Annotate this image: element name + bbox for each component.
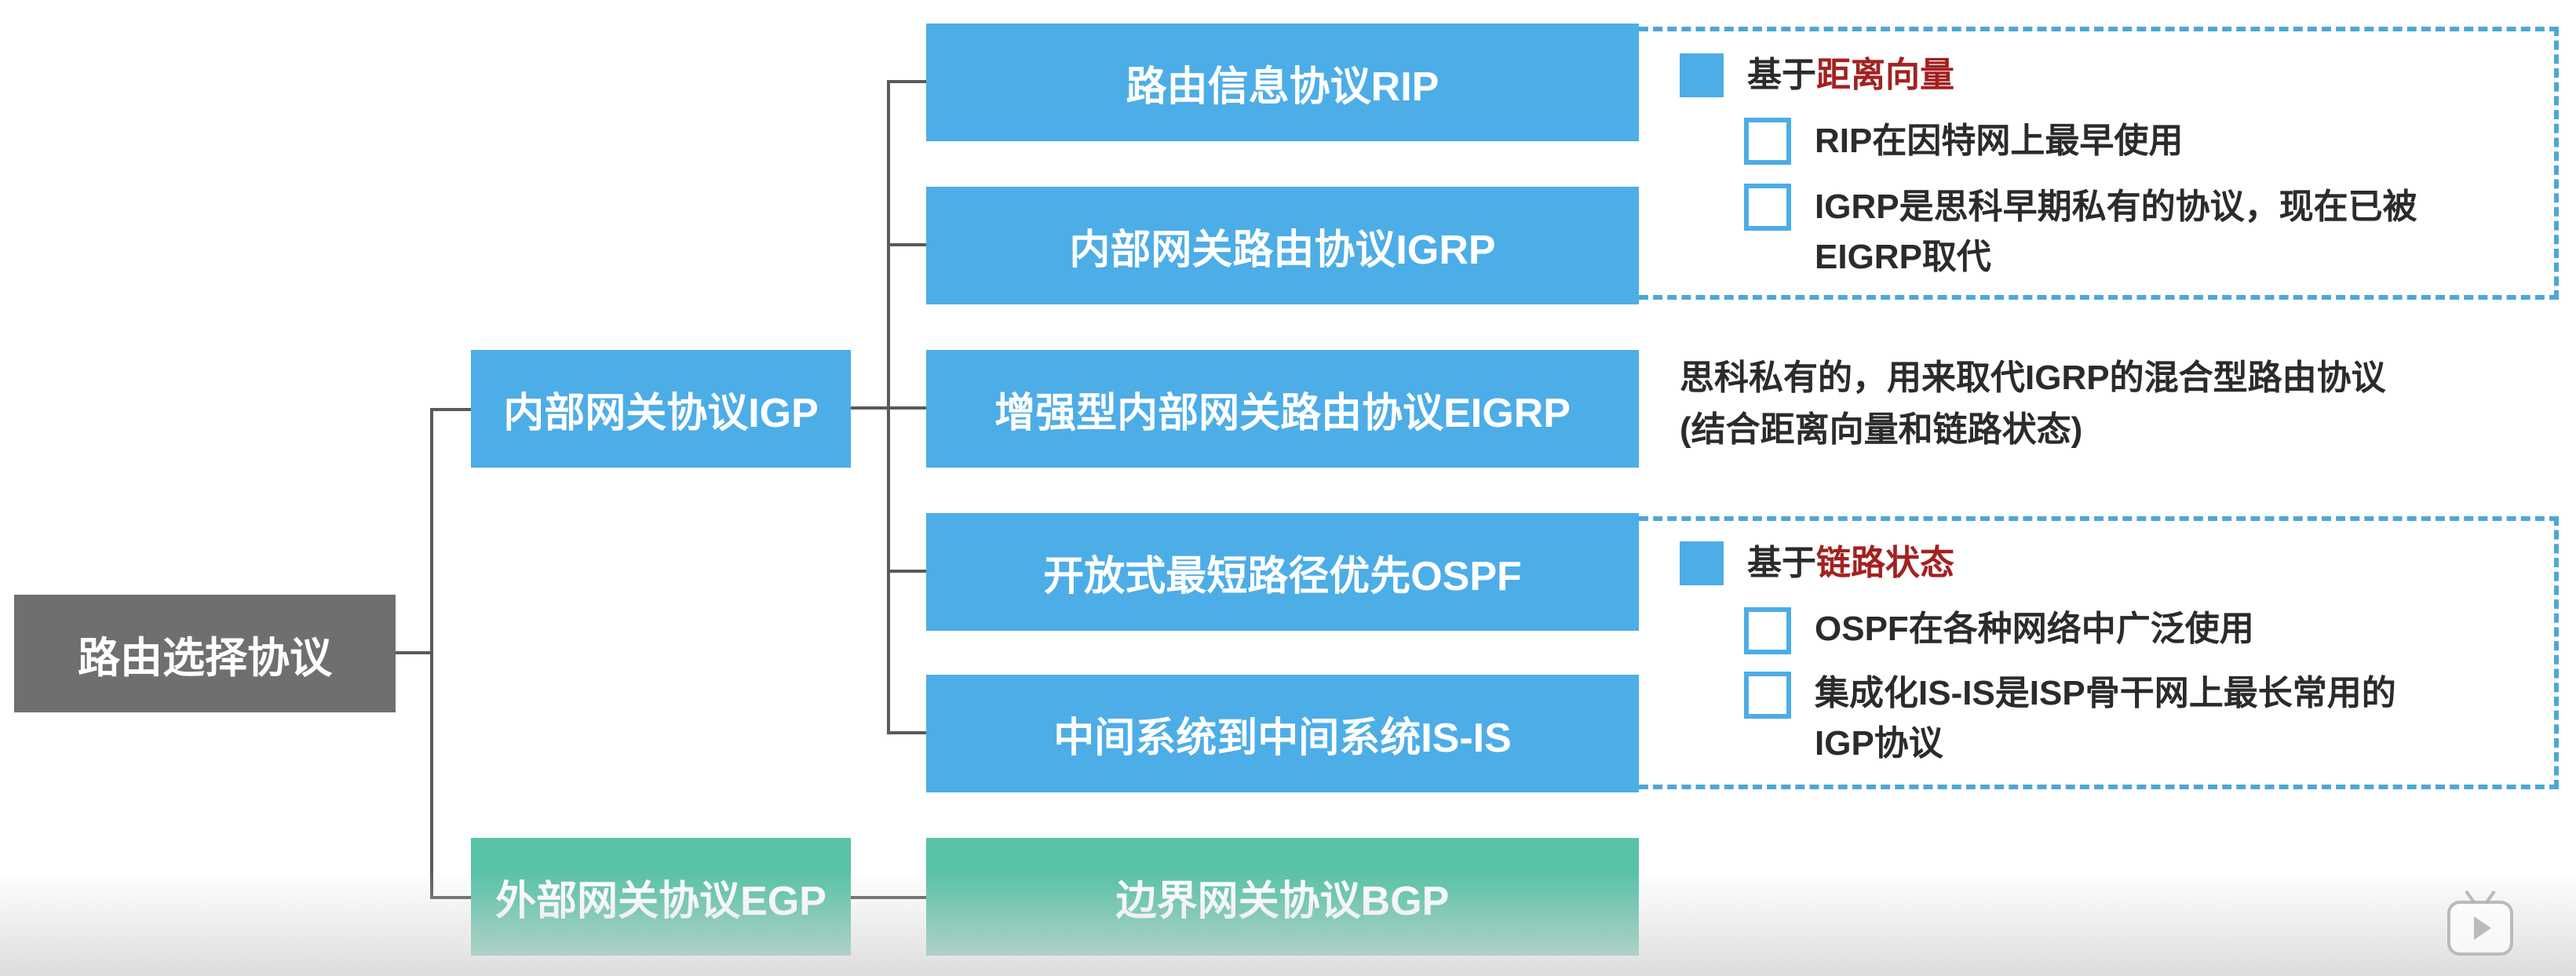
connector-igp-out xyxy=(851,406,888,410)
filled-square-icon xyxy=(1680,541,1724,585)
igp-node: 内部网关协议IGP xyxy=(471,350,851,468)
distance-vector-prefix: 基于 xyxy=(1747,56,1816,94)
ospf-node: 开放式最短路径优先OSPF xyxy=(926,513,1639,631)
distance-vector-highlight: 距离向量 xyxy=(1816,56,1954,94)
link-state-frame xyxy=(1639,516,2559,789)
connector-igrp xyxy=(887,243,926,246)
filled-square-icon xyxy=(1680,53,1724,97)
distance-vector-frame xyxy=(1639,27,2559,300)
distance-vector-item-3: EIGRP取代 xyxy=(1815,238,1991,276)
link-state-item-2: 集成化IS-IS是ISP骨干网上最长常用的 xyxy=(1815,674,2396,712)
checkbox-square-icon xyxy=(1744,672,1791,719)
connector-igp-in xyxy=(430,408,471,411)
link-state-item-1: OSPF在各种网络中广泛使用 xyxy=(1815,610,2254,648)
eigrp-node: 增强型内部网关路由协议EIGRP xyxy=(926,350,1639,468)
eigrp-note-line-2: (结合距离向量和链路状态) xyxy=(1680,410,2083,449)
connector-eigrp xyxy=(887,406,926,410)
connector-isis xyxy=(887,731,926,734)
checkbox-square-icon xyxy=(1744,184,1791,231)
connector-rip xyxy=(887,80,926,83)
distance-vector-heading: 基于距离向量 xyxy=(1747,50,1954,100)
connector-root-h xyxy=(396,651,432,654)
rip-node: 路由信息协议RIP xyxy=(926,24,1639,141)
igrp-node: 内部网关路由协议IGRP xyxy=(926,187,1639,304)
root-node-routing-protocols: 路由选择协议 xyxy=(14,595,396,712)
connector-root-v xyxy=(430,408,433,898)
eigrp-note-line-1: 思科私有的，用来取代IGRP的混合型路由协议 xyxy=(1680,359,2386,397)
distance-vector-item-2: IGRP是思科早期私有的协议，现在已被 xyxy=(1815,188,2417,226)
link-state-heading: 基于链路状态 xyxy=(1747,538,1954,588)
link-state-highlight: 链路状态 xyxy=(1816,544,1954,582)
link-state-item-3: IGP协议 xyxy=(1815,724,1943,763)
link-state-prefix: 基于 xyxy=(1747,544,1816,582)
checkbox-square-icon xyxy=(1744,118,1791,165)
connector-ospf xyxy=(887,570,926,573)
isis-node: 中间系统到中间系统IS-IS xyxy=(926,675,1639,792)
video-play-watermark-icon xyxy=(2447,890,2513,956)
video-bottom-shade xyxy=(0,871,2576,976)
distance-vector-item-1: RIP在因特网上最早使用 xyxy=(1815,122,2184,160)
checkbox-square-icon xyxy=(1744,607,1791,654)
